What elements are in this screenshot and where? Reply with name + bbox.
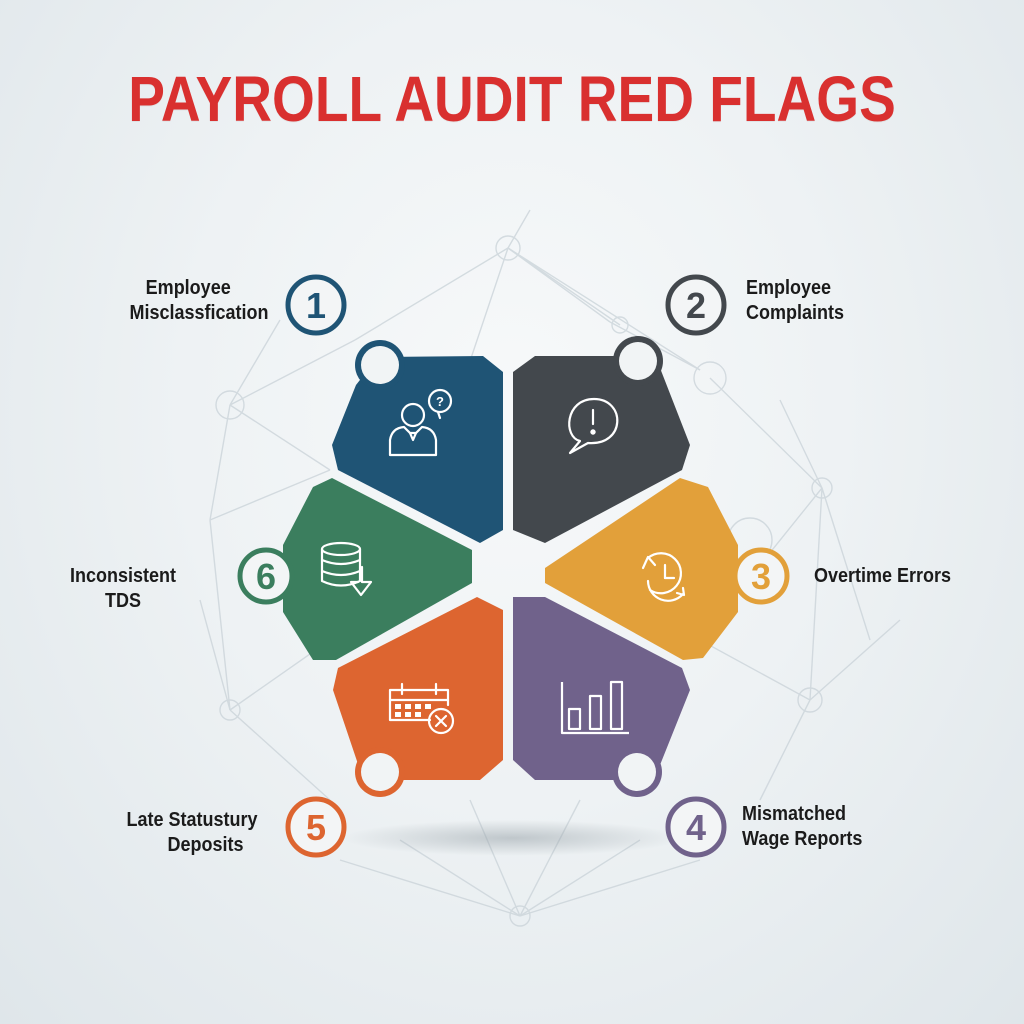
svg-text:4: 4	[686, 807, 706, 848]
label-3-line1: Overtime Errors	[814, 565, 952, 587]
label-4-line1: Mismatched	[742, 803, 847, 825]
label-4-line2: Wage Reports	[742, 828, 863, 850]
background-network	[199, 209, 901, 927]
label-1: Employee Misclassfication	[130, 276, 269, 326]
segment-4-mismatched-wage-reports[interactable]	[513, 597, 690, 797]
label-5-line1: Late Statustury	[126, 809, 258, 831]
label-6-line1: Inconsistent	[69, 565, 177, 587]
label-5-line2: Deposits	[167, 834, 244, 856]
badge-3: 3	[732, 547, 790, 605]
label-1-line2: Misclassfication	[129, 302, 269, 324]
person-question-icon: ?	[388, 388, 453, 457]
bar-chart-icon	[560, 680, 629, 735]
svg-text:1: 1	[306, 285, 326, 326]
label-1-line1: Employee	[146, 277, 232, 299]
svg-text:?: ?	[436, 394, 444, 409]
drop-shadow	[342, 820, 682, 856]
label-4: Mismatched Wage Reports	[742, 802, 862, 852]
label-5: Late Statustury Deposits	[113, 808, 271, 858]
svg-text:6: 6	[256, 556, 276, 597]
database-download-icon	[320, 541, 373, 597]
label-2-line2: Complaints	[746, 302, 845, 324]
calendar-cancel-icon	[388, 682, 455, 735]
svg-text:2: 2	[686, 285, 706, 326]
segment-5-late-statutory-deposits[interactable]	[333, 597, 503, 797]
svg-text:3: 3	[751, 556, 771, 597]
label-6: Inconsistent TDS	[57, 564, 188, 614]
label-2-line1: Employee	[746, 277, 832, 299]
clock-refresh-icon	[641, 552, 686, 602]
label-6-line2: TDS	[105, 590, 141, 612]
svg-text:5: 5	[306, 807, 326, 848]
badge-4: 4	[665, 796, 727, 858]
label-2: Employee Complaints	[746, 276, 844, 326]
speech-bubble-exclamation-icon	[568, 397, 619, 455]
badge-6: 6	[237, 547, 295, 605]
badge-2: 2	[665, 274, 727, 336]
label-3: Overtime Errors	[814, 564, 951, 589]
segment-2-employee-complaints[interactable]	[513, 336, 690, 543]
badge-5: 5	[285, 796, 347, 858]
segment-1-employee-misclassification[interactable]: ?	[332, 340, 503, 543]
page-title: PAYROLL AUDIT RED FLAGS	[128, 63, 896, 135]
badge-1: 1	[285, 274, 347, 336]
